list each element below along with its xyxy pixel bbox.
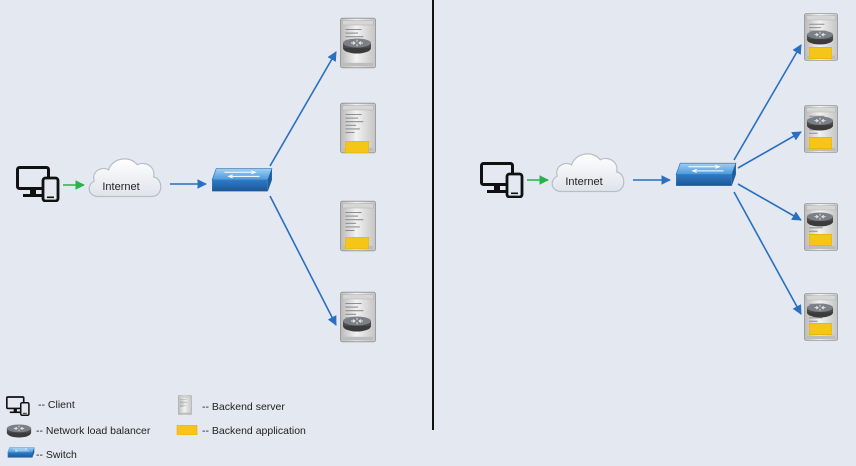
legend-backend-application-label: -- Backend application bbox=[202, 425, 306, 437]
legend-nlb: -- Network load balancer bbox=[6, 424, 151, 438]
switch-to-server-2-arrow bbox=[737, 131, 802, 169]
internet-label: Internet bbox=[565, 176, 602, 188]
backend-server-2 bbox=[804, 105, 838, 153]
backend-server-1 bbox=[340, 17, 376, 69]
network-load-balancer-icon bbox=[6, 424, 32, 438]
legend-switch-label: -- Switch bbox=[36, 449, 77, 461]
left-diagram: Internet bbox=[16, 17, 376, 343]
client-icon bbox=[480, 162, 524, 198]
backend-application-icon bbox=[809, 323, 832, 335]
client-icon bbox=[16, 166, 60, 202]
switch-icon bbox=[211, 168, 273, 192]
backend-server-3 bbox=[340, 200, 376, 252]
legend-backend-server: -- Backend server bbox=[178, 395, 285, 415]
legend-client: -- Client bbox=[6, 396, 75, 416]
backend-application-icon bbox=[345, 237, 369, 249]
network-load-balancer-icon bbox=[342, 38, 372, 54]
switch-to-server-3-arrow bbox=[737, 183, 802, 221]
backend-server-4 bbox=[340, 291, 376, 343]
network-load-balancer-icon bbox=[806, 303, 834, 318]
client-icon bbox=[6, 396, 30, 416]
right-diagram: Internet bbox=[480, 13, 838, 341]
switch-to-server-1-arrow bbox=[733, 44, 802, 161]
backend-application-icon bbox=[809, 234, 832, 246]
switch-to-server-4-arrow bbox=[733, 191, 802, 315]
switch-icon bbox=[675, 162, 737, 187]
network-load-balancer-icon bbox=[806, 212, 834, 227]
backend-application-icon bbox=[345, 141, 369, 153]
network-load-balancer-icon bbox=[342, 316, 372, 332]
server-icon bbox=[178, 395, 192, 415]
switch-to-server-4-arrow bbox=[269, 195, 337, 326]
backend-server-4 bbox=[804, 293, 838, 341]
legend-backend-server-label: -- Backend server bbox=[202, 401, 285, 413]
backend-application-icon bbox=[809, 137, 832, 149]
backend-server-1 bbox=[804, 13, 838, 61]
switch-icon bbox=[7, 447, 35, 458]
internet-label: Internet bbox=[102, 181, 139, 193]
backend-application-icon bbox=[176, 425, 198, 435]
backend-application-icon bbox=[809, 47, 832, 59]
legend: -- Client -- Network load balancer -- Sw… bbox=[6, 395, 306, 461]
backend-server-2 bbox=[340, 102, 376, 154]
legend-backend-application: -- Backend application bbox=[176, 425, 306, 437]
legend-switch: -- Switch bbox=[7, 447, 77, 461]
legend-nlb-label: -- Network load balancer bbox=[36, 425, 151, 437]
network-load-balancer-icon bbox=[806, 30, 834, 45]
network-load-balancer-icon bbox=[806, 116, 834, 131]
legend-client-label: -- Client bbox=[38, 399, 75, 411]
backend-server-3 bbox=[804, 203, 838, 251]
switch-to-server-1-arrow bbox=[269, 51, 337, 167]
